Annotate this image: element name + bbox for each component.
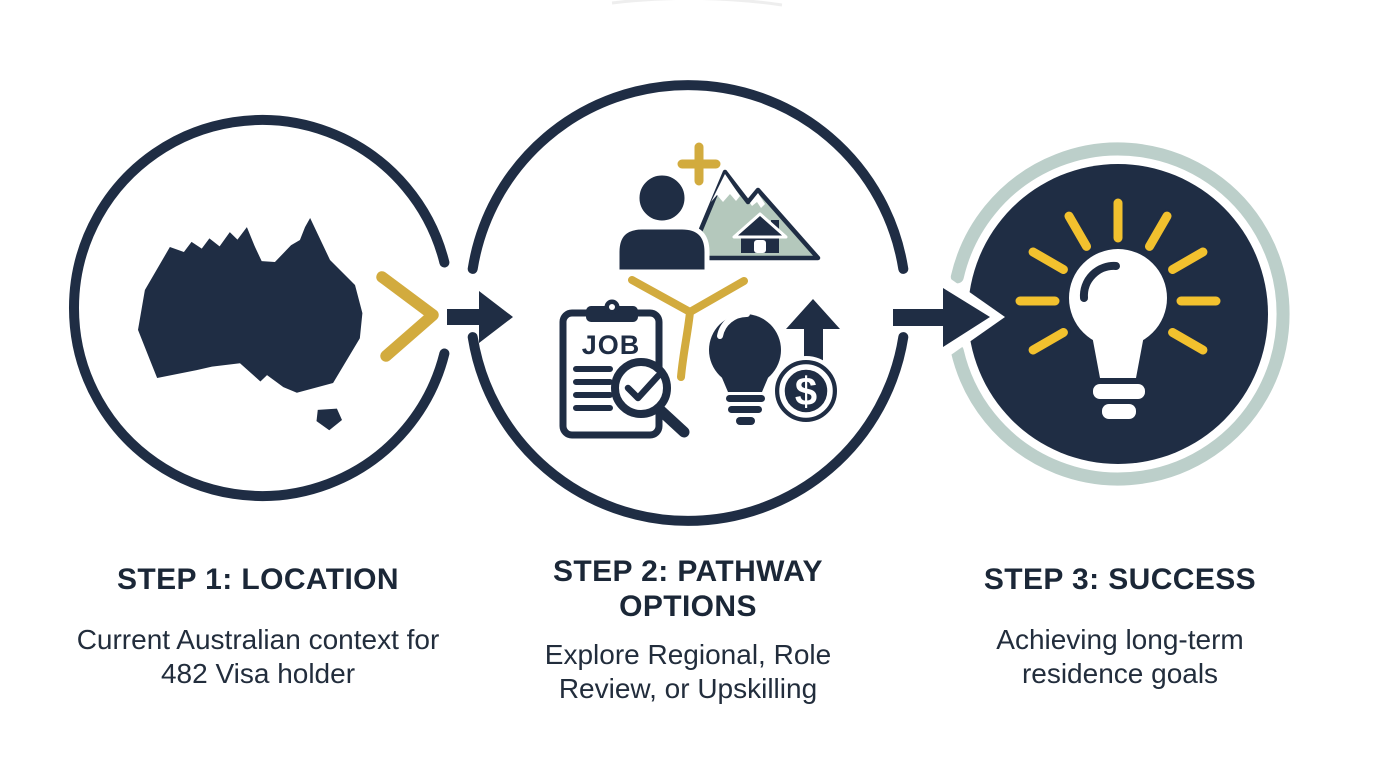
step1-text-block: STEP 1: LOCATION Current Australian cont… xyxy=(73,562,443,691)
tasmania-shape xyxy=(316,408,342,431)
snow-cap-right xyxy=(750,193,765,208)
person-head xyxy=(634,170,690,226)
clipboard-clip-hole xyxy=(609,304,615,310)
step1-circle-ring xyxy=(68,115,450,501)
step2-circle-ring-bottom xyxy=(467,332,909,526)
australia-map-icon xyxy=(138,218,363,431)
step2-circle-ring-top xyxy=(467,80,909,274)
bulb-neck xyxy=(717,366,773,392)
step3-description: Achieving long-term residence goals xyxy=(996,624,1244,690)
gold-chevron-icon xyxy=(376,271,439,362)
mountains-house-icon xyxy=(686,169,821,261)
idea-bulb-icon xyxy=(709,310,781,425)
job-checklist-icon: JOB xyxy=(559,299,690,439)
house-roof xyxy=(732,212,788,239)
snow-cap-left xyxy=(711,174,740,202)
top-edge-artifact xyxy=(611,0,783,7)
growth-arrow-icon xyxy=(786,299,840,363)
success-bulb-neck xyxy=(1091,330,1145,378)
step2-description: Explore Regional, Role Review, or Upskil… xyxy=(544,639,832,705)
step1-location-icon xyxy=(68,115,450,501)
step2-title: STEP 2: PATHWAY OPTIONS xyxy=(553,555,823,624)
success-bulb-icon xyxy=(1069,249,1167,419)
clipboard-job-label: JOB xyxy=(582,330,641,360)
success-bulb-highlight xyxy=(1079,261,1120,302)
bulb-highlight xyxy=(717,310,750,339)
clipboard-list-lines xyxy=(573,366,613,411)
dollar-coin-symbol: $ xyxy=(795,370,817,414)
salary-growth-icon: $ xyxy=(771,299,841,426)
magnifier-lens xyxy=(611,358,671,418)
step3-title: STEP 3: SUCCESS xyxy=(983,563,1257,596)
step3-text-block: STEP 3: SUCCESS Achieving long-term resi… xyxy=(945,562,1295,691)
step1-description: Current Australian context for 482 Visa … xyxy=(76,624,440,690)
step2-pathway-icon: JOB $ xyxy=(467,80,909,526)
pathway-branch-icon xyxy=(628,276,748,381)
magnifier-check-icon xyxy=(611,358,690,438)
bulb-rays-icon xyxy=(1015,198,1221,355)
magnifier-handle xyxy=(653,403,690,438)
flow-arrow-1-icon xyxy=(447,291,513,343)
step3-success-icon xyxy=(950,142,1290,486)
house-door xyxy=(754,240,766,253)
success-bulb-stripe xyxy=(1093,384,1145,399)
house-icon xyxy=(732,212,788,253)
bulb-stripe-1 xyxy=(726,395,765,402)
dollar-coin-ring xyxy=(779,364,833,418)
bulb-stripe-2 xyxy=(728,406,762,413)
step2-text-block: STEP 2: PATHWAY OPTIONS Explore Regional… xyxy=(518,554,858,707)
person-body xyxy=(614,224,710,275)
step3-outer-ring xyxy=(950,142,1290,486)
step1-title: STEP 1: LOCATION xyxy=(117,563,399,596)
plus-icon xyxy=(677,142,721,186)
person-icon xyxy=(614,170,710,275)
bulb-tip xyxy=(736,417,755,425)
success-bulb-tip xyxy=(1102,404,1136,419)
flow-arrow-2-icon xyxy=(893,288,990,347)
checkmark xyxy=(624,372,662,402)
